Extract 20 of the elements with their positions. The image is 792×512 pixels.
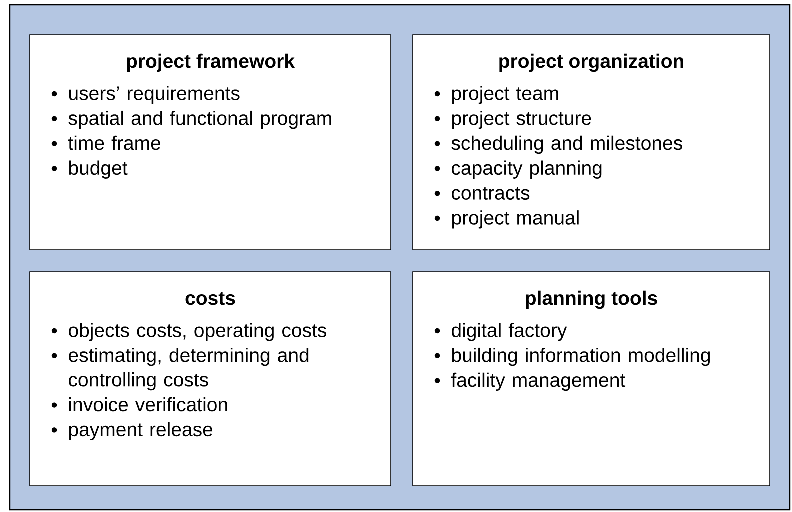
list-item: project team — [452, 86, 558, 104]
list-item: project manual — [452, 210, 579, 229]
list-item: building information modelling — [452, 348, 710, 366]
list-item: budget — [69, 160, 128, 179]
list-item: invoice verification — [70, 397, 228, 412]
list-item: time frame — [68, 136, 160, 150]
list-item: payment release — [69, 422, 213, 440]
list-item: capacity planning — [452, 160, 602, 179]
list-item: facility management — [452, 372, 626, 392]
box-heading: planning tools — [526, 290, 658, 310]
list-item: project structure — [452, 110, 592, 130]
list-item: objects costs, operating costs — [69, 323, 326, 342]
list-item: contracts — [452, 187, 530, 200]
list-item: digital factory — [452, 323, 568, 342]
box-heading: project organization — [500, 54, 684, 72]
box-heading: costs — [186, 292, 236, 306]
box-heading: project framework — [127, 54, 296, 72]
list-item: spatial and functional program — [68, 110, 332, 130]
list-item: scheduling and milestones — [452, 136, 682, 154]
list-item: users’ requirements — [69, 86, 240, 104]
